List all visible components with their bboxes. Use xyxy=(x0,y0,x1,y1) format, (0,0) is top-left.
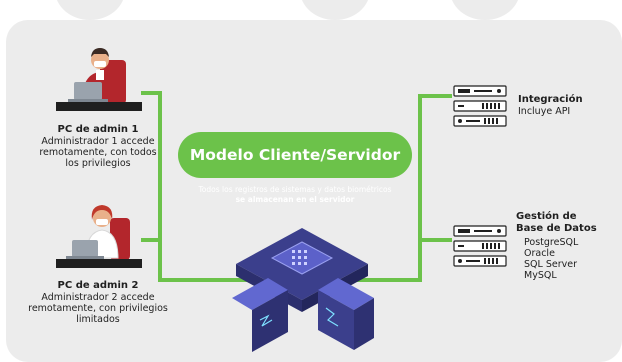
admin1-line: los privilegios xyxy=(65,158,131,169)
admin1-line: remotamente, con todos xyxy=(39,147,157,158)
model-description-text: Todos los registros de sistemas y datos … xyxy=(198,185,392,194)
admin2-line: remotamente, con privilegios xyxy=(28,303,168,314)
admin1-title: PC de admin 1 xyxy=(57,124,139,135)
integracion-title: Integración xyxy=(518,94,583,105)
mask-icon xyxy=(96,219,108,225)
integracion-label: Integración Incluye API xyxy=(518,94,618,117)
admin2-label: PC de admin 2 Administrador 2 accede rem… xyxy=(18,279,178,325)
database-item: MySQL xyxy=(524,270,557,281)
decorative-circle xyxy=(55,0,125,20)
server-illustration xyxy=(232,228,374,352)
integracion-detail: Incluye API xyxy=(518,106,571,117)
desk-icon xyxy=(56,102,142,111)
admin2-line: Administrador 2 accede xyxy=(41,292,155,303)
laptop-icon xyxy=(318,278,374,310)
admin2-title: PC de admin 2 xyxy=(57,280,139,291)
laptop-icon xyxy=(232,278,288,310)
mask-icon xyxy=(94,61,106,67)
desk-icon xyxy=(56,259,142,268)
database-server-icon xyxy=(453,225,507,267)
server-chip-icon xyxy=(270,241,334,275)
database-item: SQL Server xyxy=(524,259,577,270)
database-title: Base de Datos xyxy=(516,223,597,234)
database-item: Oracle xyxy=(524,248,555,259)
database-title: Gestión de xyxy=(516,211,577,222)
decorative-circle xyxy=(450,0,520,20)
admin1-label: PC de admin 1 Administrador 1 accede rem… xyxy=(18,123,178,169)
admin1-illustration xyxy=(56,48,142,111)
model-description: Todos los registros de sistemas y datos … xyxy=(170,185,420,205)
server-rack-icon xyxy=(453,85,507,127)
model-title-pill: Modelo Cliente/Servidor xyxy=(178,132,412,178)
laptop-icon xyxy=(72,240,98,257)
decorative-circle xyxy=(300,0,370,20)
integracion-connector xyxy=(343,94,452,282)
admin2-illustration xyxy=(56,205,142,268)
database-label: Gestión de Base de Datos PostgreSQL Orac… xyxy=(516,211,620,281)
laptop-icon xyxy=(74,82,102,100)
database-item: PostgreSQL xyxy=(524,237,579,248)
admin1-connector xyxy=(141,91,262,282)
model-title: Modelo Cliente/Servidor xyxy=(189,146,401,164)
admin1-line: Administrador 1 accede xyxy=(41,136,155,147)
admin2-line: limitados xyxy=(76,314,120,325)
model-description-bold: se almacenan en el servidor xyxy=(235,195,355,204)
